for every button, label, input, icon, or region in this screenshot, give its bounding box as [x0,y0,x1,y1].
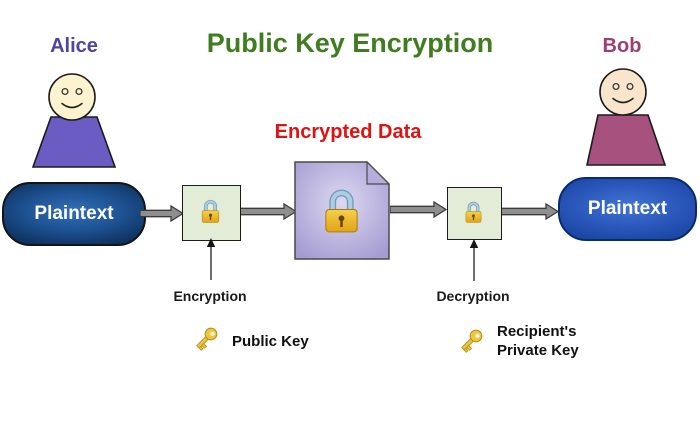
arrow-right-icon-1 [140,205,184,222]
key-icon-private [461,329,483,353]
private-key-label-line1: Recipient's [497,323,577,340]
plaintext-left-label: Plaintext [34,203,114,224]
arrow-right-icon-4 [501,203,559,220]
alice-name-label: Alice [50,35,98,57]
arrow-right-icon-3 [390,201,447,218]
document-fold-corner [366,161,390,185]
arrow-right-icon-2 [240,203,297,220]
bob-head [599,68,647,116]
bob-person-icon [586,68,667,166]
encryption-label: Encryption [173,288,247,304]
padlock-icon-document [325,189,358,233]
plaintext-node-right: Plaintext [558,177,697,241]
alice-person-icon [31,73,117,168]
private-key-label-line2: Private Key [497,342,579,359]
alice-body [31,116,117,168]
public-key-label: Public Key [232,333,309,350]
padlock-icon-encryption [201,199,220,223]
bob-body [586,114,667,166]
padlock-icon-decryption [465,201,482,223]
decryption-label: Decryption [436,288,510,304]
private-key-label: Recipient's Private Key [497,322,579,360]
arrow-up-icon-decryption [469,239,479,281]
plaintext-node-left: Plaintext [2,182,146,246]
plaintext-right-label: Plaintext [587,198,668,219]
key-icon-public [196,327,218,351]
arrow-up-icon-encryption [206,238,216,280]
page-title: Public Key Encryption [206,28,494,58]
bob-name-label: Bob [602,35,642,57]
encrypted-data-label: Encrypted Data [274,121,422,143]
alice-head [48,73,96,121]
